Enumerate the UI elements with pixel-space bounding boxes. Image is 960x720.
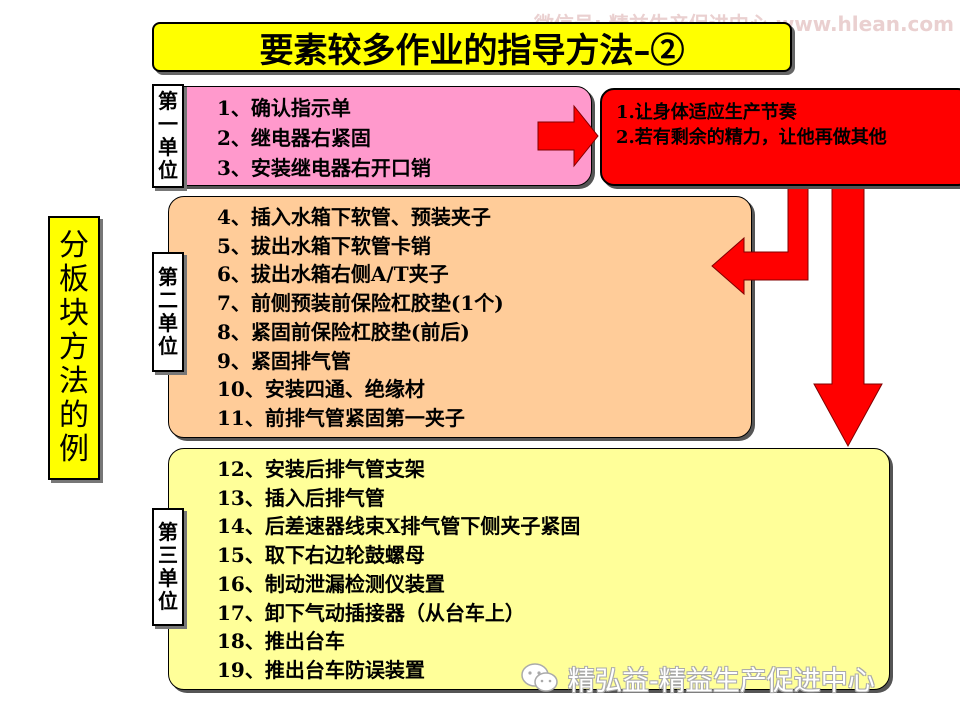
unit-label-char: 三	[158, 543, 178, 567]
step-item: 17、卸下气动插接器（从台车上）	[217, 600, 525, 625]
unit3-steps-box: 12、安装后排气管支架 13、插入后排气管 14、后差速器线束X排气管下侧夹子紧…	[168, 448, 890, 690]
arrow-down-icon	[813, 185, 883, 448]
step-item: 14、后差速器线束X排气管下侧夹子紧固	[217, 514, 581, 539]
page-title: 要素较多作业的指导方法–②	[152, 22, 792, 72]
arrow-right-icon	[537, 104, 599, 168]
step-item: 4、插入水箱下软管、预装夹子	[217, 205, 491, 229]
unit1-steps-box: 1、确认指示单 2、继电器右紧固 3、安装继电器右开口销	[168, 86, 592, 186]
step-item: 12、安装后排气管支架	[217, 457, 425, 481]
guidance-item: 2.若有剩余的精力，让他再做其他	[616, 127, 887, 148]
guidance-item: 1.让身体适应生产节奏	[616, 102, 797, 123]
step-item: 2、继电器右紧固	[217, 126, 371, 150]
side-label: 分 板 块 方 法 的 例	[48, 216, 100, 480]
side-label-char: 板	[59, 262, 89, 297]
unit-label-char: 第	[158, 520, 178, 544]
unit2-steps-list: 4、插入水箱下软管、预装夹子 5、拔出水箱下软管卡销 6、拔出水箱右侧A/T夹子…	[217, 203, 504, 433]
step-item: 6、拔出水箱右侧A/T夹子	[217, 262, 449, 287]
step-item: 3、安装继电器右开口销	[217, 156, 431, 180]
step-item: 10、安装四通、绝缘材	[217, 377, 425, 402]
step-item: 18、推出台车	[217, 629, 345, 654]
unit-label-char: 位	[158, 589, 178, 613]
side-label-char: 方	[59, 330, 89, 365]
step-item: 8、紧固前保险杠胶垫(前后)	[217, 319, 470, 344]
unit-label-char: 二	[158, 288, 178, 312]
unit3-label: 第 三 单 位	[152, 508, 184, 626]
step-item: 15、取下右边轮鼓螺母	[217, 543, 425, 568]
unit2-steps-box: 4、插入水箱下软管、预装夹子 5、拔出水箱下软管卡销 6、拔出水箱右侧A/T夹子…	[168, 196, 752, 438]
step-item: 9、紧固排气管	[217, 348, 351, 373]
side-label-char: 分	[59, 228, 89, 263]
guidance-list: 1.让身体适应生产节奏 2.若有剩余的精力，让他再做其他	[616, 100, 887, 150]
step-item: 16、制动泄漏检测仪装置	[217, 571, 445, 596]
unit-label-char: 位	[158, 158, 178, 182]
guidance-box: 1.让身体适应生产节奏 2.若有剩余的精力，让他再做其他	[600, 88, 960, 186]
watermark-bottom: 精弘益-精益生产促进中心	[520, 652, 940, 704]
arrow-left-icon	[711, 185, 809, 296]
unit3-steps-list: 12、安装后排气管支架 13、插入后排气管 14、后差速器线束X排气管下侧夹子紧…	[217, 455, 580, 685]
step-item: 7、前侧预装前保险杠胶垫(1个)	[217, 291, 504, 316]
step-item: 5、拔出水箱下软管卡销	[217, 233, 431, 258]
unit-label-char: 单	[158, 566, 178, 590]
wechat-icon	[521, 663, 558, 692]
watermark-bottom-text: 精弘益-精益生产促进中心	[568, 665, 875, 697]
unit1-steps-list: 1、确认指示单 2、继电器右紧固 3、安装继电器右开口销	[217, 93, 431, 183]
unit-label-char: 第	[158, 89, 178, 113]
side-label-char: 例	[59, 432, 89, 467]
step-item: 13、插入后排气管	[217, 485, 385, 510]
unit2-label: 第 二 单 位	[152, 252, 184, 372]
step-item: 19、推出台车防误装置	[217, 657, 425, 682]
unit-label-char: 位	[158, 334, 178, 358]
step-item: 1、确认指示单	[217, 96, 351, 120]
unit1-label: 第 一 单 位	[152, 84, 184, 188]
unit-label-char: 单	[158, 311, 178, 335]
unit-label-char: 第	[158, 265, 178, 289]
side-label-char: 块	[59, 296, 89, 331]
step-item: 11、前排气管紧固第一夹子	[217, 405, 465, 430]
side-label-char: 法	[59, 364, 89, 399]
unit-label-char: 单	[158, 135, 178, 159]
side-label-char: 的	[59, 398, 89, 433]
unit-label-char: 一	[158, 112, 178, 136]
